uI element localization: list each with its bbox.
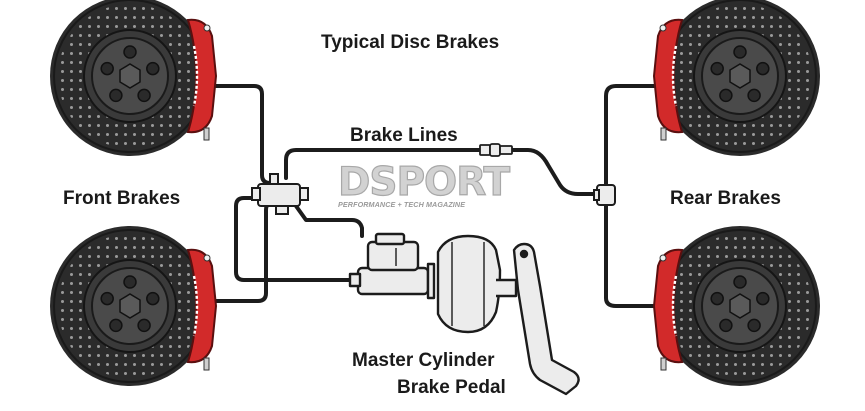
lug-stud [137, 88, 151, 103]
caliper [652, 248, 684, 371]
caliper [652, 18, 684, 141]
lug-stud [756, 61, 770, 76]
master-cylinder-label: Master Cylinder [352, 350, 495, 371]
lug-stud [733, 45, 747, 59]
lug-stud [747, 318, 761, 333]
front-distribution-block [251, 173, 309, 215]
lug-stud [123, 275, 137, 289]
main-brake-line [284, 148, 482, 180]
hub-nut [119, 63, 141, 89]
bleeder-screw [659, 24, 667, 32]
wheel-front-right [50, 226, 218, 386]
lug-stud [719, 318, 733, 333]
brand-tagline: PERFORMANCE + TECH MAGAZINE [338, 200, 466, 209]
lug-stud [146, 61, 160, 76]
wheel-rear-left [652, 0, 820, 156]
dsport-logo: DSPORT PERFORMANCE + TECH MAGAZINE [337, 160, 513, 209]
caliper-logo-mark [671, 275, 678, 337]
lug-stud [100, 61, 114, 76]
caliper-logo-mark [192, 275, 199, 337]
front-loop-line [234, 196, 370, 282]
brake-lines-label: Brake Lines [350, 125, 458, 146]
lug-stud [756, 291, 770, 306]
lug-stud [123, 45, 137, 59]
hub-nut [729, 293, 751, 319]
lug-stud [733, 275, 747, 289]
bleeder-screw [203, 254, 211, 262]
hub-nut [119, 293, 141, 319]
wheel-rear-right [652, 226, 820, 386]
front-brakes-label: Front Brakes [63, 188, 181, 209]
front-upper-line [213, 84, 276, 185]
lug-stud [710, 61, 724, 76]
caliper-bolt [203, 357, 210, 371]
caliper [186, 18, 218, 141]
lug-stud [710, 291, 724, 306]
hub-nut [729, 63, 751, 89]
inline-fitting [479, 143, 513, 157]
bleeder-screw [203, 24, 211, 32]
lug-stud [747, 88, 761, 103]
bleeder-screw [659, 254, 667, 262]
wheel-front-left [50, 0, 218, 156]
lug-stud [146, 291, 160, 306]
brake-lines [210, 84, 657, 308]
rear-tee-block [593, 184, 616, 206]
lug-stud [100, 291, 114, 306]
caliper-bolt [203, 127, 210, 141]
caliper-bolt [660, 127, 667, 141]
master-to-front-line [294, 204, 364, 238]
diagram-title: Typical Disc Brakes [321, 32, 500, 53]
brake-booster [436, 234, 540, 334]
brake-pedal-label: Brake Pedal [397, 377, 506, 398]
rear-brakes-label: Rear Brakes [670, 188, 781, 209]
caliper-logo-mark [671, 45, 678, 107]
master-cylinder [348, 232, 436, 300]
lug-stud [109, 88, 123, 103]
caliper-logo-mark [192, 45, 199, 107]
lug-stud [109, 318, 123, 333]
rear-upper-line [604, 84, 657, 187]
rear-lower-line [604, 203, 657, 308]
brake-pedal [512, 242, 580, 396]
caliper-bolt [660, 357, 667, 371]
front-lower-line [210, 200, 278, 303]
caliper [186, 248, 218, 371]
lug-stud [719, 88, 733, 103]
brand-name: DSPORT [337, 160, 510, 205]
lug-stud [137, 318, 151, 333]
